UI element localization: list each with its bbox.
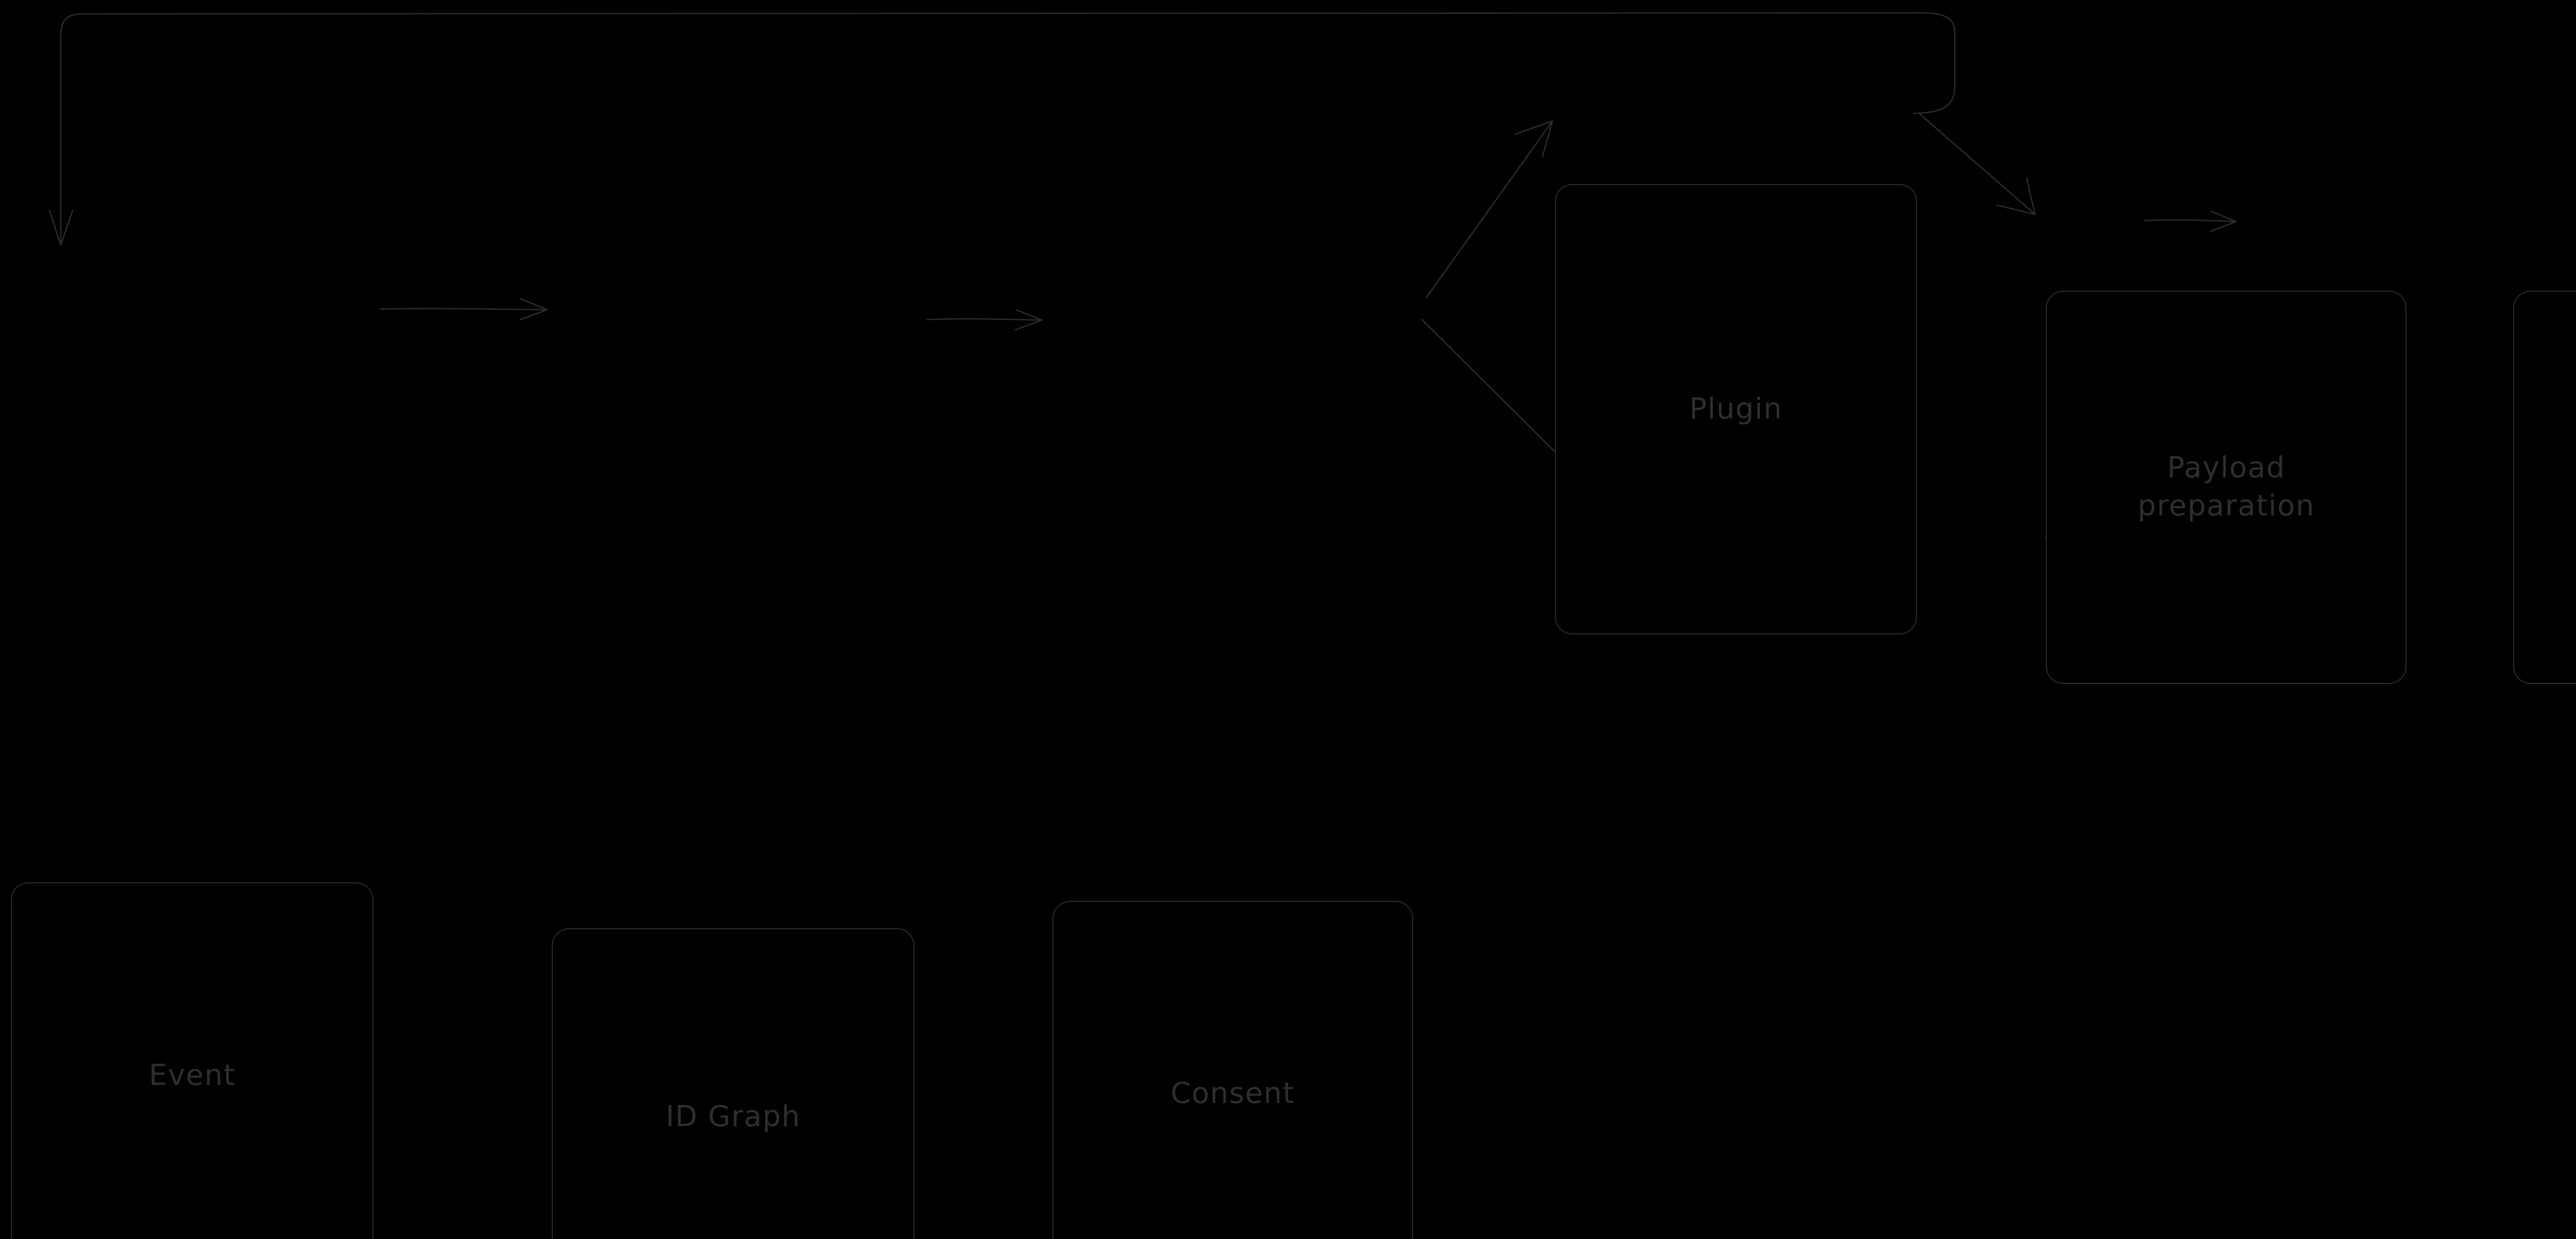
node-id-graph-label: ID Graph xyxy=(666,1099,801,1133)
node-event[interactable]: Event xyxy=(11,882,374,1239)
edge-event-to-id-graph xyxy=(379,298,548,321)
node-payload-preparation-top[interactable]: Payload preparation xyxy=(2046,290,2407,684)
edge-id-graph-to-consent xyxy=(926,309,1043,331)
node-consent[interactable]: Consent xyxy=(1052,900,1413,1239)
edge-payload-top-to-klaviyo xyxy=(2144,210,2237,232)
edge-plugin-to-payload-top xyxy=(1918,112,2036,215)
node-plugin-label: Plugin xyxy=(1689,392,1783,426)
diagram-canvas: Event ID Graph Consent Plugin Payload pr… xyxy=(11,12,2576,1239)
node-consent-label: Consent xyxy=(1171,1077,1295,1111)
node-plugin[interactable]: Plugin xyxy=(1554,183,1918,634)
node-klaviyo[interactable]: Klaviyo xyxy=(2513,290,2576,684)
node-event-label: Event xyxy=(148,1058,236,1092)
node-payload-preparation-top-label: Payload preparation xyxy=(2138,451,2315,523)
edge-consent-to-plugin xyxy=(1425,120,1553,299)
node-id-graph[interactable]: ID Graph xyxy=(552,928,914,1239)
